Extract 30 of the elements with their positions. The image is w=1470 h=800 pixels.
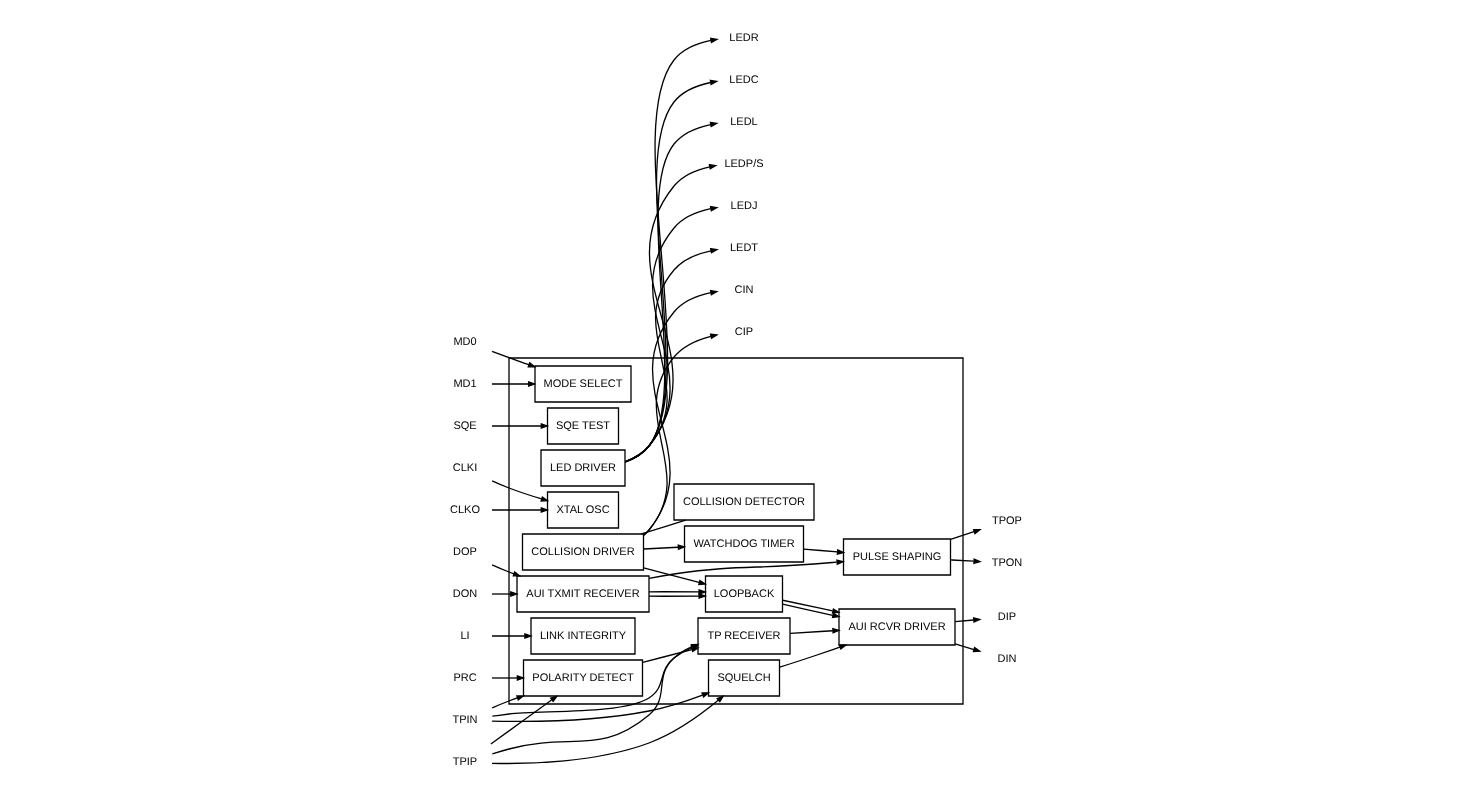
arrow: [490, 507, 549, 513]
arrow: [490, 675, 525, 681]
arrow: [788, 627, 840, 634]
arrow: [949, 558, 981, 565]
arrow: [647, 559, 845, 579]
arrow: [641, 289, 718, 537]
arrow: [953, 643, 981, 653]
arrow: [490, 480, 549, 502]
arrow: [781, 603, 840, 619]
arrow: [490, 591, 518, 597]
arrow: [781, 599, 840, 614]
arrow: [642, 567, 707, 586]
arrow: [623, 247, 718, 463]
arrow: [647, 588, 707, 595]
arrow: [647, 593, 707, 600]
arrow: [490, 633, 532, 639]
arrow: [642, 544, 686, 551]
arrow: [953, 617, 981, 624]
arrow: [778, 644, 847, 668]
connector: [639, 519, 686, 535]
arrow: [490, 350, 536, 368]
arrow: [490, 695, 724, 765]
arrow: [949, 528, 981, 541]
arrow: [489, 695, 558, 745]
arrow: [802, 548, 845, 555]
arrow: [490, 695, 525, 709]
arrow: [490, 423, 549, 429]
arrow: [490, 381, 536, 387]
arrow: [490, 692, 710, 723]
arrow: [490, 564, 521, 577]
